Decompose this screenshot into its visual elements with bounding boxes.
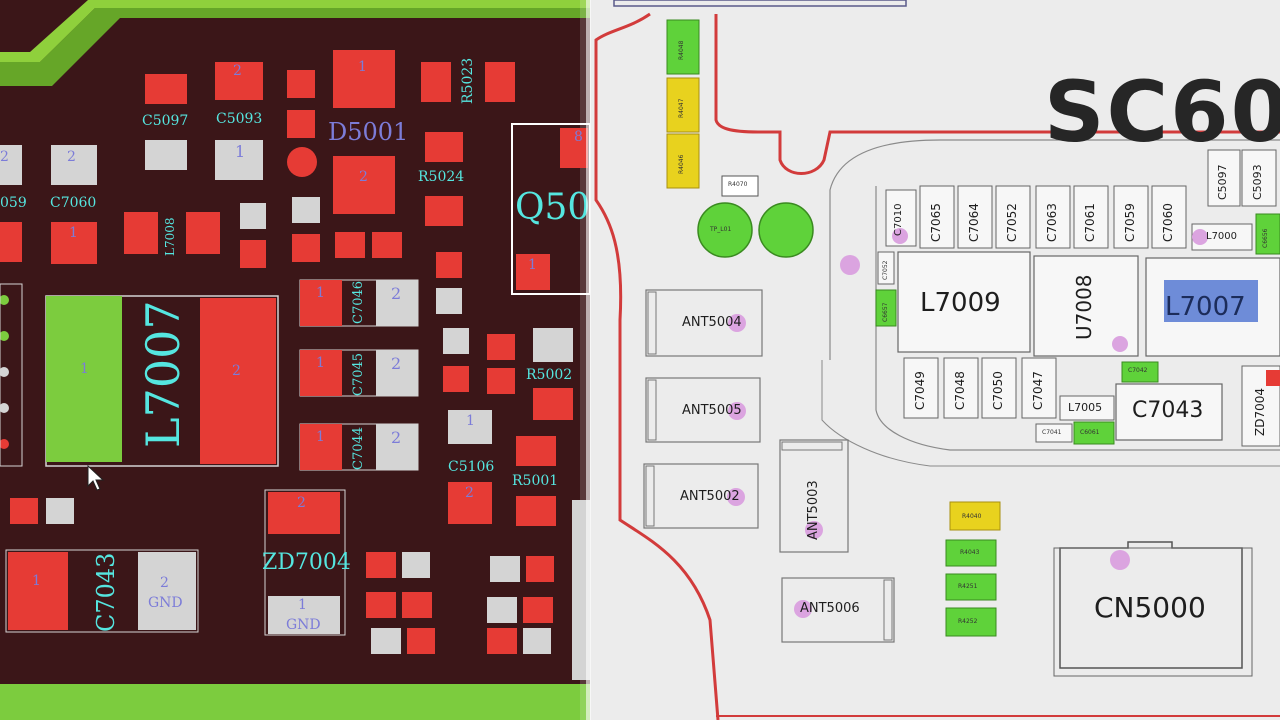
label-u7008[interactable]: U7008 (1072, 274, 1096, 340)
pcb-pad-view[interactable]: C5097 C5093 2 1 D5001 1 2 R5023 R5024 Q5… (0, 0, 590, 720)
label-c7049[interactable]: C7049 (913, 371, 927, 410)
pin-2: 2 (232, 363, 241, 379)
label-c5097[interactable]: C5097 (142, 113, 189, 129)
pin-2: 2 (391, 428, 402, 447)
pin-1: 1 (298, 597, 307, 613)
mouse-cursor-icon (87, 464, 105, 491)
board-outline-view[interactable]: SC60 R4048 R4047 R4046 R4070 TP_L01 ANT5… (590, 0, 1280, 720)
label-c7061[interactable]: C7061 (1083, 203, 1097, 242)
label-c7042[interactable]: C7042 (1128, 367, 1148, 374)
label-c7052[interactable]: C7052 (1005, 203, 1019, 242)
pane-divider (586, 0, 591, 720)
label-c7045[interactable]: C7045 (351, 352, 366, 396)
label-c6061[interactable]: C6061 (1080, 429, 1100, 436)
label-c7041[interactable]: C7041 (1042, 429, 1062, 436)
label-ant5005[interactable]: ANT5005 (682, 403, 742, 418)
label-l7008[interactable]: L7008 (163, 217, 177, 256)
pin-1: 1 (528, 257, 537, 273)
label-l7007-selected[interactable]: L7007 (1165, 292, 1246, 322)
label-c5093[interactable]: C5093 (216, 111, 263, 127)
label-c7047[interactable]: C7047 (1031, 371, 1045, 410)
label-c7060[interactable]: C7060 (1161, 203, 1175, 242)
pin-1: 1 (316, 355, 325, 371)
pin-1: 1 (80, 361, 89, 377)
pin-8: 8 (574, 129, 583, 145)
pin-1: 1 (316, 429, 325, 445)
pin-2: 2 (0, 149, 9, 165)
label-c6656[interactable]: C6656 (1262, 228, 1269, 248)
label-ant5003[interactable]: ANT5003 (806, 480, 821, 540)
pin-1: 1 (316, 285, 325, 301)
label-l7007[interactable]: L7007 (136, 300, 190, 448)
label-c7043[interactable]: C7043 (92, 552, 120, 632)
label-c7046[interactable]: C7046 (351, 280, 366, 324)
label-r5002[interactable]: R5002 (526, 367, 573, 383)
label-c5106[interactable]: C5106 (448, 459, 495, 475)
label-c7043[interactable]: C7043 (1132, 398, 1204, 423)
pin-2: 2 (297, 495, 306, 511)
pin-2: 2 (465, 485, 474, 501)
label-c7059[interactable]: C7059 (1123, 203, 1137, 242)
label-c6657[interactable]: C6657 (882, 302, 889, 322)
pin-2: 2 (160, 575, 169, 591)
pin-2: 2 (233, 63, 242, 79)
label-tp-l01[interactable]: TP_L01 (710, 226, 732, 233)
pin-gnd: GND (286, 617, 321, 633)
label-r4070[interactable]: R4070 (728, 181, 748, 188)
pin-2: 2 (391, 284, 402, 303)
label-c7060[interactable]: C7060 (50, 195, 97, 211)
label-c7044[interactable]: C7044 (351, 426, 366, 470)
label-r4252[interactable]: R4252 (958, 618, 978, 625)
label-ant5002[interactable]: ANT5002 (680, 489, 740, 504)
label-ant5006[interactable]: ANT5006 (800, 601, 860, 616)
label-cn5000[interactable]: CN5000 (1094, 591, 1206, 624)
label-c7048[interactable]: C7048 (953, 371, 967, 410)
label-c7065[interactable]: C7065 (929, 203, 943, 242)
label-zd7004[interactable]: ZD7004 (262, 550, 351, 575)
pin-gnd: GND (148, 595, 183, 611)
label-c5093[interactable]: C5093 (1251, 164, 1264, 200)
board-title: SC60 (1044, 63, 1280, 161)
label-c5097[interactable]: C5097 (1216, 164, 1229, 200)
label-d5001[interactable]: D5001 (328, 118, 409, 146)
pin-2: 2 (391, 354, 402, 373)
pin-2: 2 (67, 149, 76, 165)
label-ant5004[interactable]: ANT5004 (682, 315, 742, 330)
label-c7059[interactable]: 059 (0, 195, 27, 211)
label-r4043[interactable]: R4043 (960, 549, 980, 556)
pin-1: 1 (235, 142, 246, 161)
label-zd7004[interactable]: ZD7004 (1253, 388, 1267, 436)
label-c7063[interactable]: C7063 (1045, 203, 1059, 242)
label-l7009[interactable]: L7009 (920, 288, 1001, 318)
label-r4251[interactable]: R4251 (958, 583, 978, 590)
label-l7005[interactable]: L7005 (1068, 401, 1103, 414)
label-c7064[interactable]: C7064 (967, 203, 981, 242)
label-c7010[interactable]: C7010 (893, 203, 904, 236)
pin-1: 1 (466, 413, 475, 429)
label-r5001[interactable]: R5001 (512, 473, 559, 489)
pcb-pad-layer (0, 0, 590, 720)
label-c7050[interactable]: C7050 (991, 371, 1005, 410)
label-r5023[interactable]: R5023 (460, 57, 476, 104)
pin-1: 1 (358, 59, 367, 75)
label-r4047[interactable]: R4047 (678, 98, 685, 118)
label-c7052-small[interactable]: C7052 (882, 260, 889, 280)
outline-layer (594, 0, 1280, 720)
label-r4046[interactable]: R4046 (678, 154, 685, 174)
label-q500[interactable]: Q50 (515, 187, 590, 228)
label-r4048[interactable]: R4048 (678, 40, 685, 60)
label-r5024[interactable]: R5024 (418, 169, 465, 185)
label-r4040[interactable]: R4040 (962, 513, 982, 520)
pin-1: 1 (32, 573, 41, 589)
pin-1: 1 (69, 225, 78, 241)
label-l7000[interactable]: L7000 (1206, 231, 1238, 242)
pin-2: 2 (359, 169, 368, 185)
